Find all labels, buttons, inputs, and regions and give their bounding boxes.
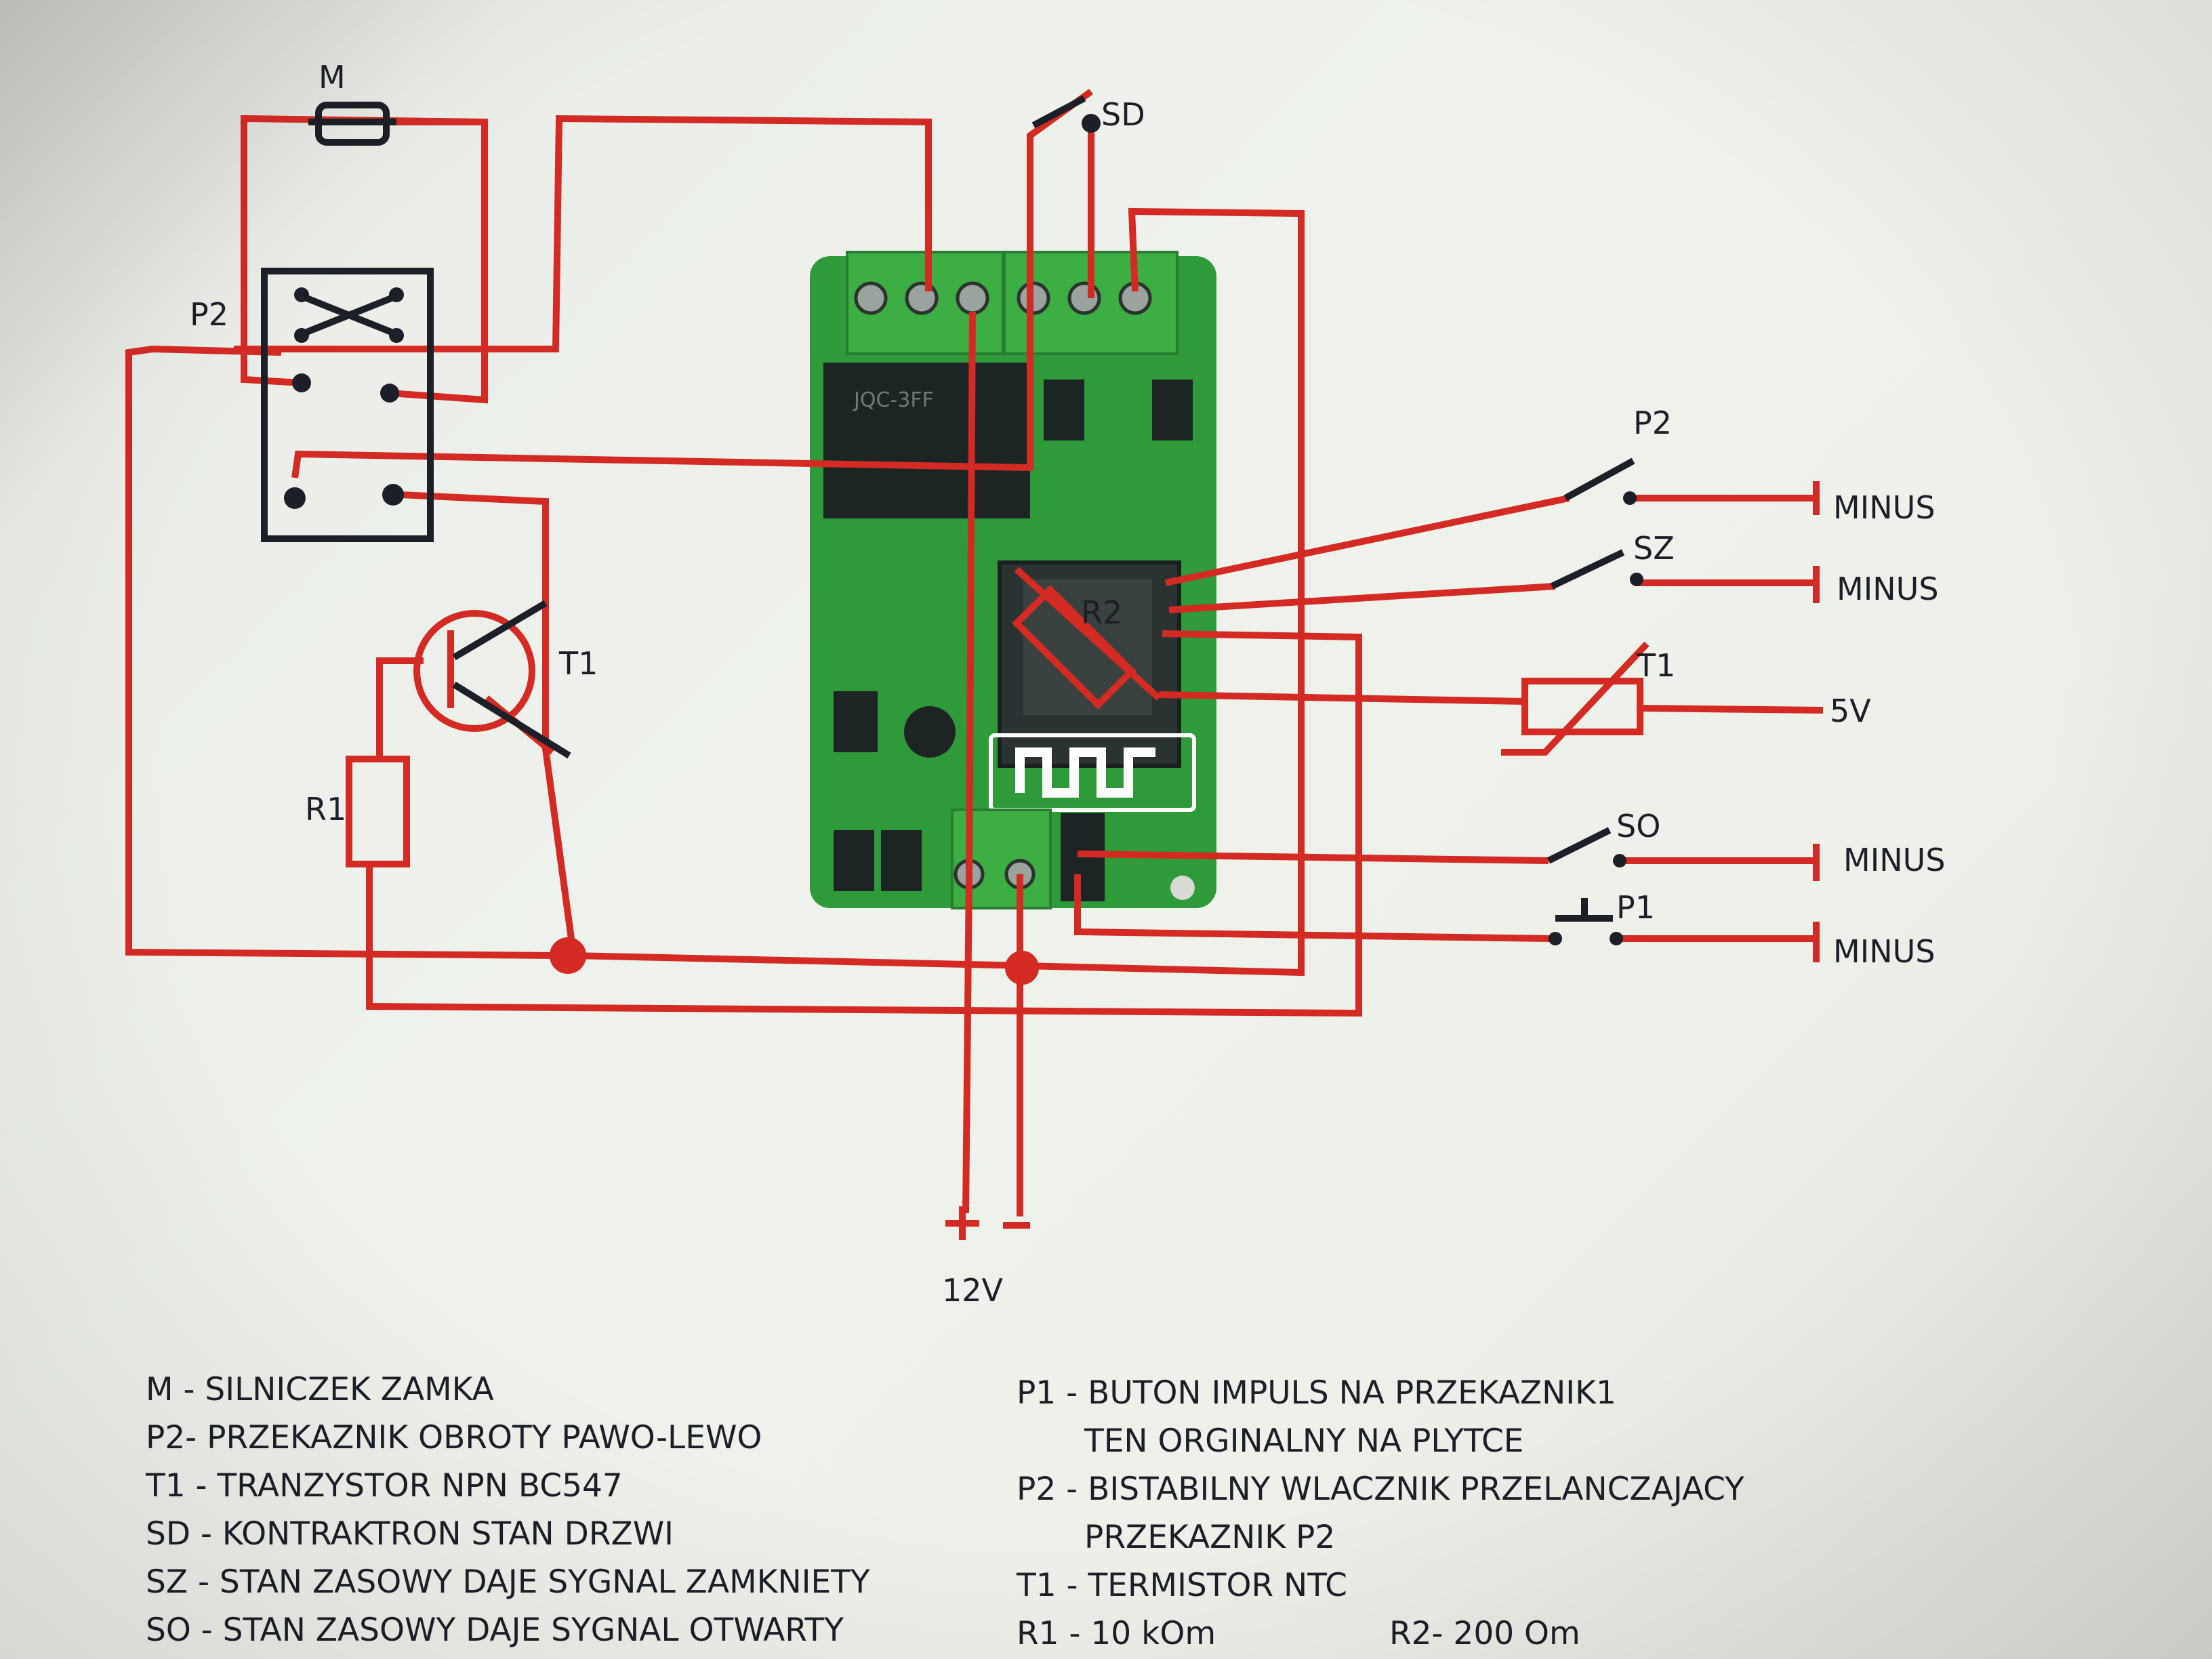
voltage-regulator <box>834 691 878 752</box>
legend-item-r2: R2- 200 Om <box>1389 1615 1580 1652</box>
transistor-collector-line <box>452 600 548 661</box>
junction-1 <box>550 937 586 974</box>
wire-transistor-base <box>376 657 424 762</box>
diagram-labels: M P2 SD P2 SZ T1 SO P1 T1 R1 R2 12V MINU… <box>190 59 1946 1309</box>
antenna-area <box>989 733 1196 812</box>
wires <box>125 88 1824 1240</box>
legend-item-p2-detail: PRZEKAZNIK P2 <box>1084 1519 1336 1556</box>
legend-item-t1-thermistor: T1 - TERMISTOR NTC <box>1017 1567 1347 1604</box>
wire-p1 <box>1074 874 1553 942</box>
legend-item-r1: R1 - 10 kOm <box>1017 1615 1216 1652</box>
thermistor-symbol <box>1521 678 1643 735</box>
wire-motor-loop <box>241 115 485 386</box>
antenna-trace <box>1015 747 1155 798</box>
label-minus-1: MINUS <box>1833 489 1936 526</box>
thermistor-arrow <box>1501 641 1650 756</box>
relay-component <box>823 363 1030 518</box>
legend-item-sd: SD - KONTRAKTRON STAN DRZWI <box>146 1515 674 1553</box>
label-r2: R2 <box>1081 594 1122 631</box>
resistor-r2-lead <box>1014 567 1162 701</box>
wire-p2-left-outer <box>125 345 556 959</box>
label-sz: SZ <box>1633 530 1675 567</box>
legend-item-so: SO - STAN ZASOWY DAJE SYGNAL OTWARTY <box>146 1612 844 1649</box>
inductor <box>904 706 956 758</box>
contact-dots <box>284 114 1643 945</box>
wire-p2-coil <box>291 88 1093 478</box>
resistor-r2-symbol <box>1012 585 1136 710</box>
label-minus-2: MINUS <box>1837 571 1939 607</box>
wire-terminal-right-loop <box>1023 207 1305 977</box>
junction-2 <box>1005 951 1039 985</box>
wire-relay-to-terminal <box>234 115 932 352</box>
legend-item-p2-switch: P2 - BISTABILNY WLACZNIK PRZELANCZAJACY <box>1017 1471 1744 1508</box>
wire-ground-bus <box>572 952 1027 969</box>
switch-so-blade <box>1547 827 1612 864</box>
wire-so <box>1077 851 1549 864</box>
legend-right: P1 - BUTON IMPULS NA PRZEKAZNIK1 TEN ORG… <box>1017 1369 1744 1658</box>
wire-motor-right <box>389 119 488 404</box>
label-transistor-t1: T1 <box>558 645 598 682</box>
relay-chip-label: JQC-3FF <box>853 388 934 412</box>
legend-left: M - SILNICZEK ZAMKA P2- PRZEKAZNIK OBROT… <box>146 1366 870 1654</box>
mounting-hole <box>1170 876 1195 900</box>
wire-thermistor-5v <box>1639 705 1824 714</box>
black-symbols <box>261 95 1635 922</box>
label-minus-4: MINUS <box>1833 933 1936 970</box>
wire-transistor-collector <box>399 491 576 949</box>
wire-thermistor <box>1158 691 1525 705</box>
relay-module-board: JQC-3FF <box>810 251 1216 909</box>
wire-r1-bottom <box>366 630 1362 1017</box>
legend-resistor-values: R1 - 10 kOm R2- 200 Om <box>1017 1610 1744 1658</box>
label-thermistor-t1: T1 <box>1636 647 1675 684</box>
transistor-emitter-line <box>452 681 571 759</box>
legend-item-m: M - SILNICZEK ZAMKA <box>146 1371 494 1408</box>
motor-symbol <box>315 102 390 146</box>
resistor-r1-symbol <box>346 756 410 867</box>
label-5v: 5V <box>1830 693 1871 729</box>
legend-item-p2: P2- PRZEKAZNIK OBROTY PAWO-LEWO <box>146 1419 762 1456</box>
legend-item-t1: T1 - TRANZYSTOR NPN BC547 <box>146 1467 623 1504</box>
label-motor: M <box>319 59 346 96</box>
legend-item-sz: SZ - STAN ZASOWY DAJE SYGNAL ZAMKNIETY <box>146 1563 870 1601</box>
wire-12v-plus <box>962 311 976 1214</box>
switch-sd-blade <box>1031 95 1086 129</box>
capacitor-1 <box>834 830 874 891</box>
capacitor-2 <box>881 830 922 891</box>
label-minus-3: MINUS <box>1843 842 1946 878</box>
label-switch-p2: P2 <box>1633 405 1672 441</box>
label-r1: R1 <box>305 791 346 827</box>
label-so: SO <box>1616 808 1660 844</box>
transistor-smd <box>1044 380 1084 441</box>
legend-item-p1-detail: TEN ORGINALNY NA PLYTCE <box>1084 1422 1524 1460</box>
label-12v: 12V <box>942 1272 1004 1309</box>
switch-sz-blade <box>1550 549 1625 590</box>
terminal-screws <box>854 281 1152 315</box>
transistor-t1-circle <box>413 610 535 732</box>
label-sd: SD <box>1101 96 1145 133</box>
driver-chip <box>1152 380 1193 441</box>
relay-p2-outline <box>261 268 434 542</box>
wire-p2-switch <box>1164 495 1570 586</box>
relay-cross-2 <box>297 291 401 339</box>
label-relay-p2: P2 <box>190 296 228 333</box>
label-p1: P1 <box>1616 889 1655 926</box>
switch-p2-blade <box>1563 457 1635 501</box>
wire-sz-switch <box>1168 583 1556 613</box>
legend-item-p1: P1 - BUTON IMPULS NA PRZEKAZNIK1 <box>1017 1374 1616 1412</box>
